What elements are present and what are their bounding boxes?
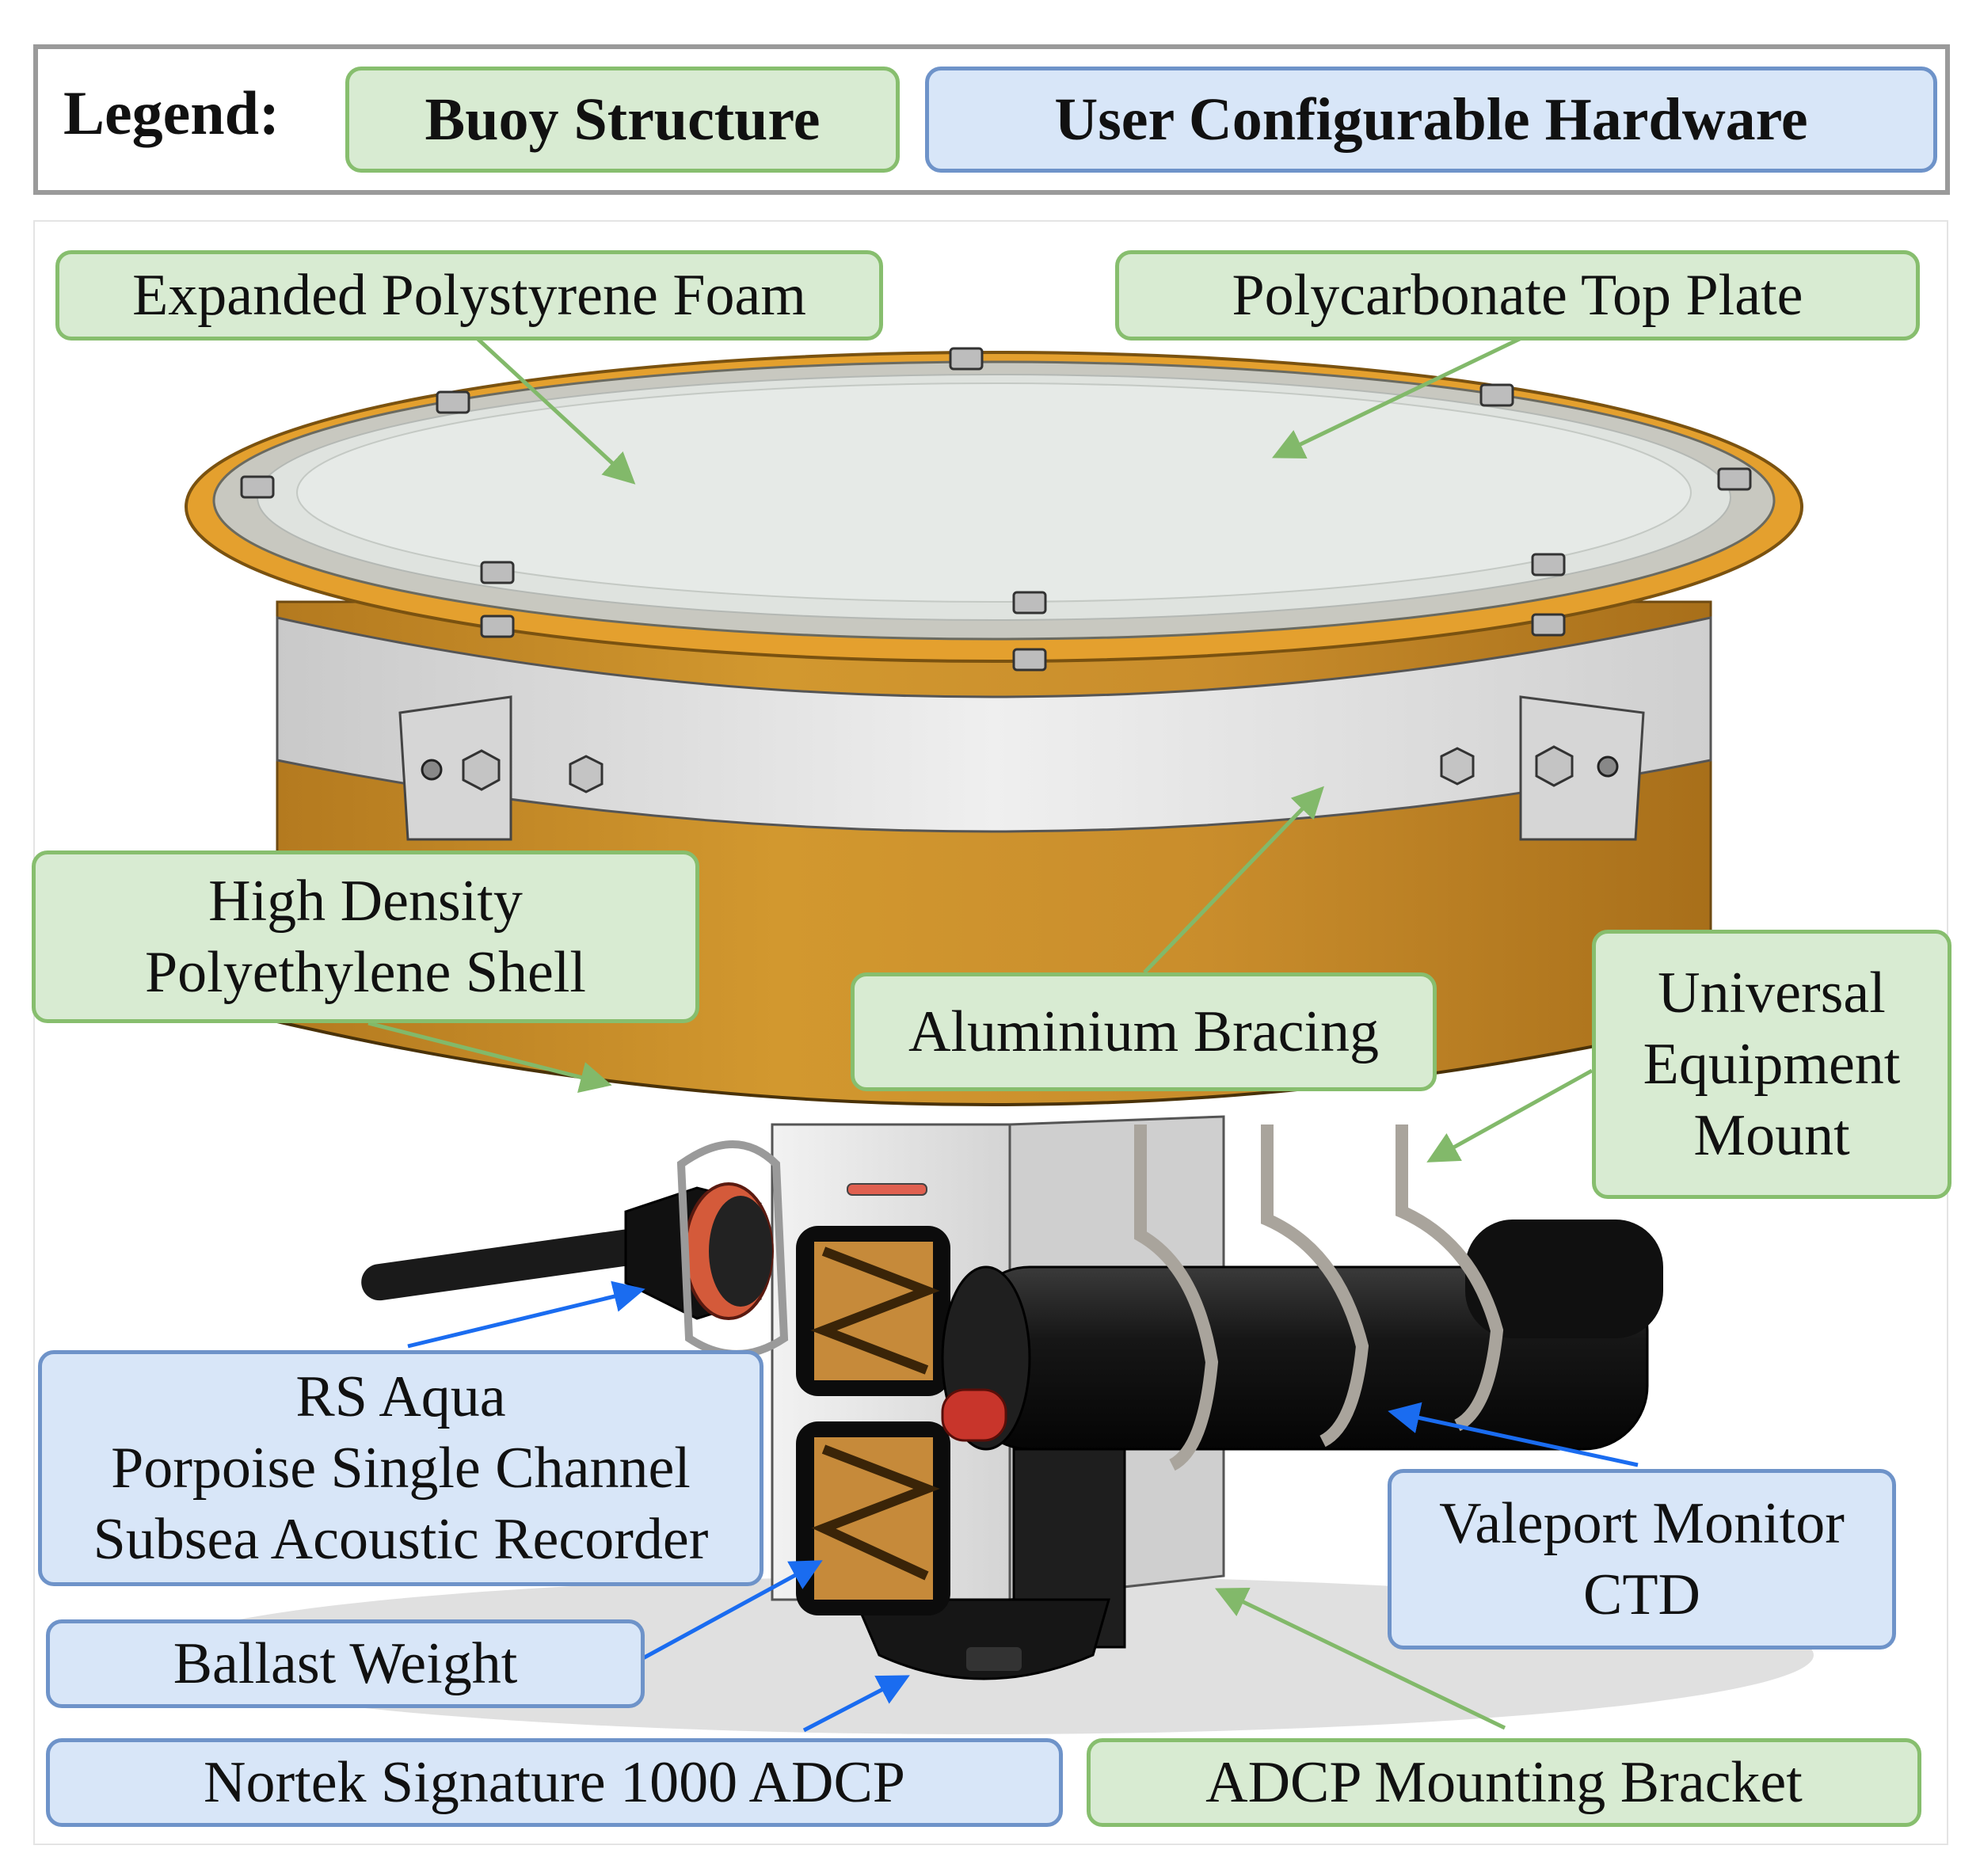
label-uem-line3: Mount [1693, 1103, 1850, 1169]
label-adcp-mounting-bracket: ADCP Mounting Bracket [1087, 1738, 1921, 1827]
label-valeport-ctd: Valeport Monitor CTD [1388, 1469, 1896, 1650]
universal-equipment-mounts [1134, 1124, 1504, 1471]
label-hdpe-shell: High Density Polyethylene Shell [32, 850, 699, 1023]
label-rs-line2: Porpoise Single Channel [111, 1435, 691, 1501]
label-hdpe-line1: High Density [208, 868, 523, 934]
label-aluminium-bracing: Aluminium Bracing [851, 972, 1437, 1091]
ballast-weights [796, 1226, 950, 1615]
hardware-arrows [407, 1280, 1639, 1733]
label-nortek-adcp: Nortek Signature 1000 ADCP [46, 1738, 1063, 1827]
label-rs-line3: Subsea Acoustic Recorder [93, 1507, 709, 1573]
top-plate-bolts [240, 347, 1752, 672]
label-uem-line1: Universal [1658, 960, 1886, 1026]
right-bracket [1519, 695, 1645, 841]
legend-user-configurable-hardware: User Configurable Hardware [925, 67, 1937, 173]
label-valeport-line1: Valeport Monitor [1439, 1490, 1845, 1556]
band-bolts [462, 745, 1574, 793]
left-bracket [398, 695, 512, 841]
label-valeport-line2: CTD [1583, 1562, 1700, 1627]
label-rs-line1: RS Aqua [295, 1364, 506, 1429]
legend-title: Legend: [63, 78, 280, 147]
label-uem-line2: Equipment [1643, 1031, 1901, 1097]
label-expanded-polystyrene-foam: Expanded Polystyrene Foam [55, 250, 883, 341]
label-polycarbonate-top-plate: Polycarbonate Top Plate [1115, 250, 1920, 341]
aluminium-bracing-band [276, 616, 1712, 833]
valeport-ctd [941, 1220, 1663, 1451]
legend-buoy-structure: Buoy Structure [345, 67, 900, 173]
nortek-adcp-head [853, 1598, 1110, 1680]
structure-arrows [367, 334, 1594, 1730]
label-universal-equipment-mount: Universal Equipment Mount [1592, 930, 1951, 1199]
label-ballast-weight: Ballast Weight [46, 1619, 645, 1708]
label-rs-aqua-recorder: RS Aqua Porpoise Single Channel Subsea A… [38, 1350, 763, 1586]
rs-aqua-recorder [361, 1140, 789, 1358]
label-hdpe-line2: Polyethylene Shell [145, 940, 586, 1005]
